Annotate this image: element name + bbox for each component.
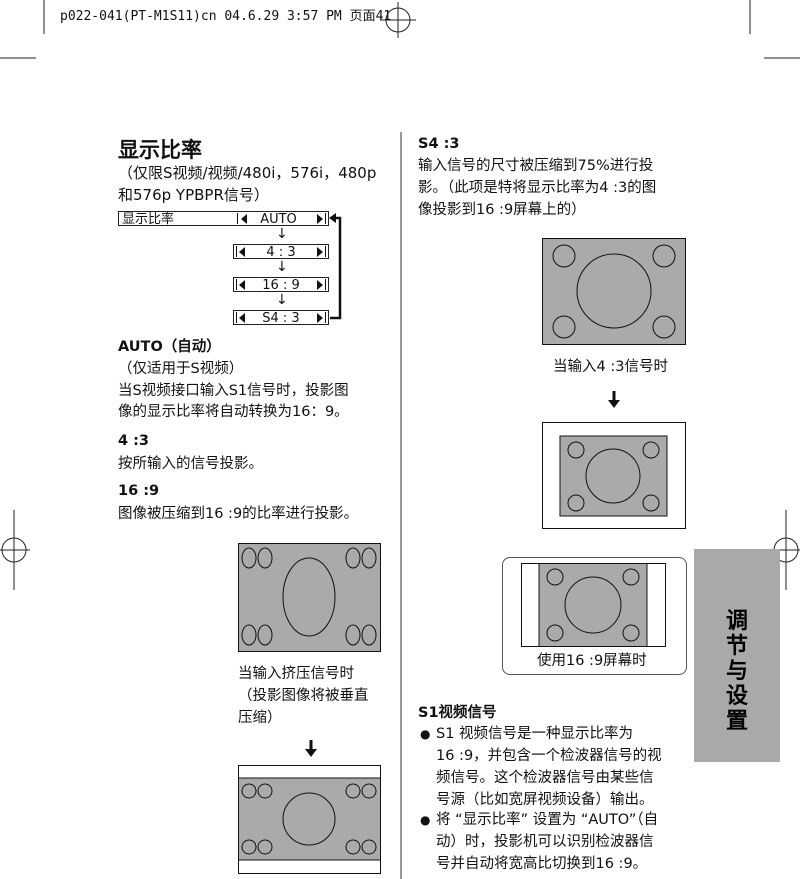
down-arrow-icon xyxy=(608,391,620,408)
compressed-image-figure xyxy=(238,765,381,874)
menu-row-s43: S4 : 3 xyxy=(233,310,329,326)
s43-heading: S4 :3 xyxy=(418,136,460,152)
right-arrow-icon xyxy=(317,280,323,290)
right-arrow-icon xyxy=(317,247,323,257)
menu-label: 显示比率 xyxy=(122,212,175,227)
menu-row-auto: 显示比率 AUTO xyxy=(118,211,329,227)
caption-screen-169: 使用16 :9屏幕时 xyxy=(537,653,647,669)
side-tab-char: 设 xyxy=(725,684,748,709)
caption-input-43: 当输入4 :3信号时 xyxy=(553,359,668,375)
auto-line-1: （仅适用于S视频） xyxy=(118,361,244,377)
side-tab-char: 调 xyxy=(725,609,748,634)
right-arrow-icon xyxy=(317,214,323,224)
s43-line-2: 影。（此项是特将显示比率为4 :3的图 xyxy=(418,180,657,196)
section-title: 显示比率 xyxy=(118,138,202,162)
screen-169-figure xyxy=(521,563,666,647)
loop-back-arrow-icon xyxy=(329,213,342,320)
s1-b1-line-4: 号源（比如宽屏视频设备）输出。 xyxy=(436,792,654,808)
down-arrow-icon: ↓ xyxy=(276,226,288,242)
fig-caption-line-3: 压缩） xyxy=(238,710,282,726)
bullet-icon: ● xyxy=(420,727,431,741)
menu-row-43: 4 : 3 xyxy=(233,244,329,260)
s1-b1-line-3: 频信号。这个检波器信号由某些信 xyxy=(436,770,654,786)
ratio43-heading: 4 :3 xyxy=(118,433,150,449)
left-arrow-icon xyxy=(239,247,245,257)
s1-b1-line-2: 16 :9，并包含一个检波器信号的视 xyxy=(436,748,662,764)
subtitle-line-1: （仅限S视频/视频/480i，576i，480p xyxy=(118,164,377,182)
s1-b1-line-1: S1 视频信号是一种显示比率为 xyxy=(436,726,634,742)
s1-heading: S1视频信号 xyxy=(418,705,497,721)
menu-option-s43: S4 : 3 xyxy=(262,311,300,326)
side-tab-char: 置 xyxy=(725,709,748,734)
down-arrow-icon xyxy=(305,740,317,757)
side-tab-char: 与 xyxy=(725,659,748,684)
left-arrow-icon xyxy=(239,313,245,323)
left-arrow-icon xyxy=(239,280,245,290)
s1-b2-line-1: 将 “显示比率” 设置为 “AUTO”（自 xyxy=(436,812,659,828)
left-arrow-icon xyxy=(241,214,247,224)
ratio169-line-1: 图像被压缩到16 :9的比率进行投影。 xyxy=(118,506,359,522)
s43-line-3: 像投影到16 :9屏幕上的） xyxy=(418,202,586,218)
s1-b2-line-3: 号并自动将宽高比切换到16 :9。 xyxy=(436,856,648,872)
menu-row-169: 16 : 9 xyxy=(233,277,329,293)
chapter-side-tab: 调 节 与 设 置 xyxy=(694,549,780,762)
fig-caption-line-2: （投影图像将被垂直 xyxy=(238,688,369,704)
menu-option-auto: AUTO xyxy=(260,212,297,227)
fig-caption-line-1: 当输入挤压信号时 xyxy=(238,666,354,682)
ratio169-heading: 16 :9 xyxy=(118,483,160,499)
bullet-icon: ● xyxy=(420,813,431,827)
down-arrow-icon: ↓ xyxy=(276,292,288,308)
down-arrow-icon: ↓ xyxy=(276,259,288,275)
right-arrow-icon xyxy=(317,313,323,323)
print-header: p022-041(PT-M1S11)cn 04.6.29 3:57 PM 页面4… xyxy=(60,9,392,24)
s1-b2-line-2: 动）时，投影机可以识别检波器信 xyxy=(436,834,654,850)
subtitle-line-2: 和576p YPBPR信号） xyxy=(118,186,269,204)
side-tab-char: 节 xyxy=(725,634,748,659)
menu-option-169: 16 : 9 xyxy=(262,278,300,293)
squeezed-image-figure xyxy=(238,543,381,652)
auto-line-2: 当S视频接口输入S1信号时，投影图 xyxy=(118,383,349,399)
auto-heading: AUTO（自动） xyxy=(118,339,221,355)
s43-result-figure xyxy=(542,422,686,529)
input-43-figure xyxy=(542,238,686,345)
s43-line-1: 输入信号的尺寸被压缩到75%进行投 xyxy=(418,158,654,174)
auto-line-3: 像的显示比率将自动转换为16：9。 xyxy=(118,404,349,420)
ratio43-line-1: 按所输入的信号投影。 xyxy=(118,456,263,472)
screen-169-panel: 使用16 :9屏幕时 xyxy=(502,557,687,675)
menu-option-43: 4 : 3 xyxy=(266,245,296,260)
